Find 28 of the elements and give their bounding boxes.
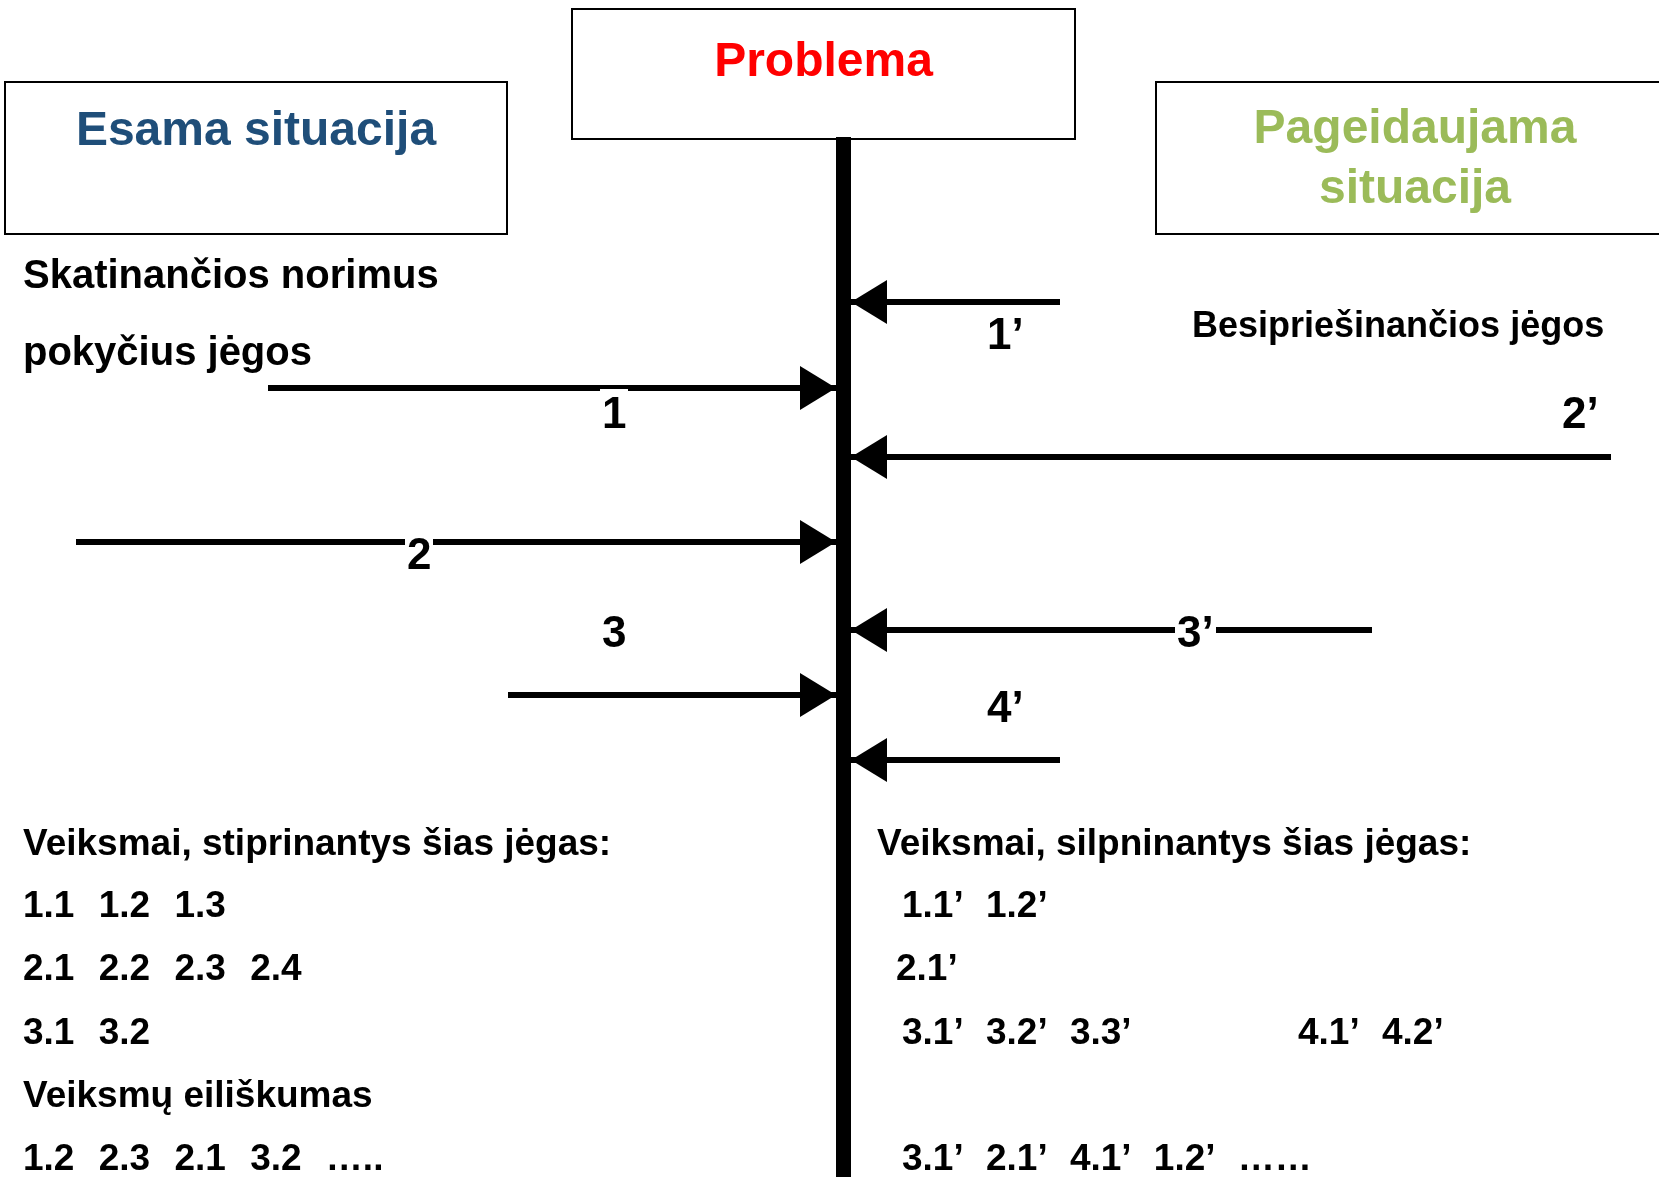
- action-numbers: 3.1 3.2: [23, 1010, 151, 1054]
- actions-heading: Veiksmai, stiprinantys šias jėgas:: [23, 821, 612, 865]
- action-numbers: 2.1 2.2 2.3 2.4: [23, 946, 302, 990]
- box-title: Problema: [714, 32, 933, 88]
- action-numbers: 2.1’: [896, 946, 958, 990]
- action-numbers: 1.1’ 1.2’: [902, 883, 1048, 927]
- action-numbers: 1.1 1.2 1.3: [23, 883, 226, 927]
- action-sequence: 3.1’ 2.1’ 4.1’ 1.2’ ……: [902, 1136, 1312, 1177]
- desired-situation-box: [1155, 81, 1659, 235]
- arrow: [76, 520, 836, 564]
- arrow: [851, 738, 1060, 782]
- action-numbers: 3.1’ 3.2’ 3.3’: [902, 1010, 1132, 1054]
- vertical-bar: [836, 137, 851, 1177]
- arrow: [851, 280, 1060, 324]
- actions-heading: Veiksmų eiliškumas: [23, 1073, 373, 1117]
- force-group-heading: Skatinančios norimus pokyčius jėgos: [23, 251, 440, 375]
- arrow: [268, 366, 836, 410]
- force-group-heading: Besipriešinančios jėgos: [1192, 303, 1605, 347]
- arrow: [508, 673, 836, 717]
- box-title: Esama situacija: [75, 101, 437, 157]
- problem-box: [571, 8, 1076, 140]
- current-situation-box: [4, 81, 508, 235]
- box-title: Pageidaujama situacija: [1252, 99, 1578, 215]
- action-numbers: 4.1’ 4.2’: [1298, 1010, 1444, 1054]
- actions-heading: Veiksmai, silpninantys šias jėgas:: [877, 821, 1472, 865]
- action-sequence: 1.2 2.3 2.1 3.2 …..: [23, 1136, 384, 1177]
- arrow: [851, 608, 1372, 652]
- arrow: [851, 435, 1611, 479]
